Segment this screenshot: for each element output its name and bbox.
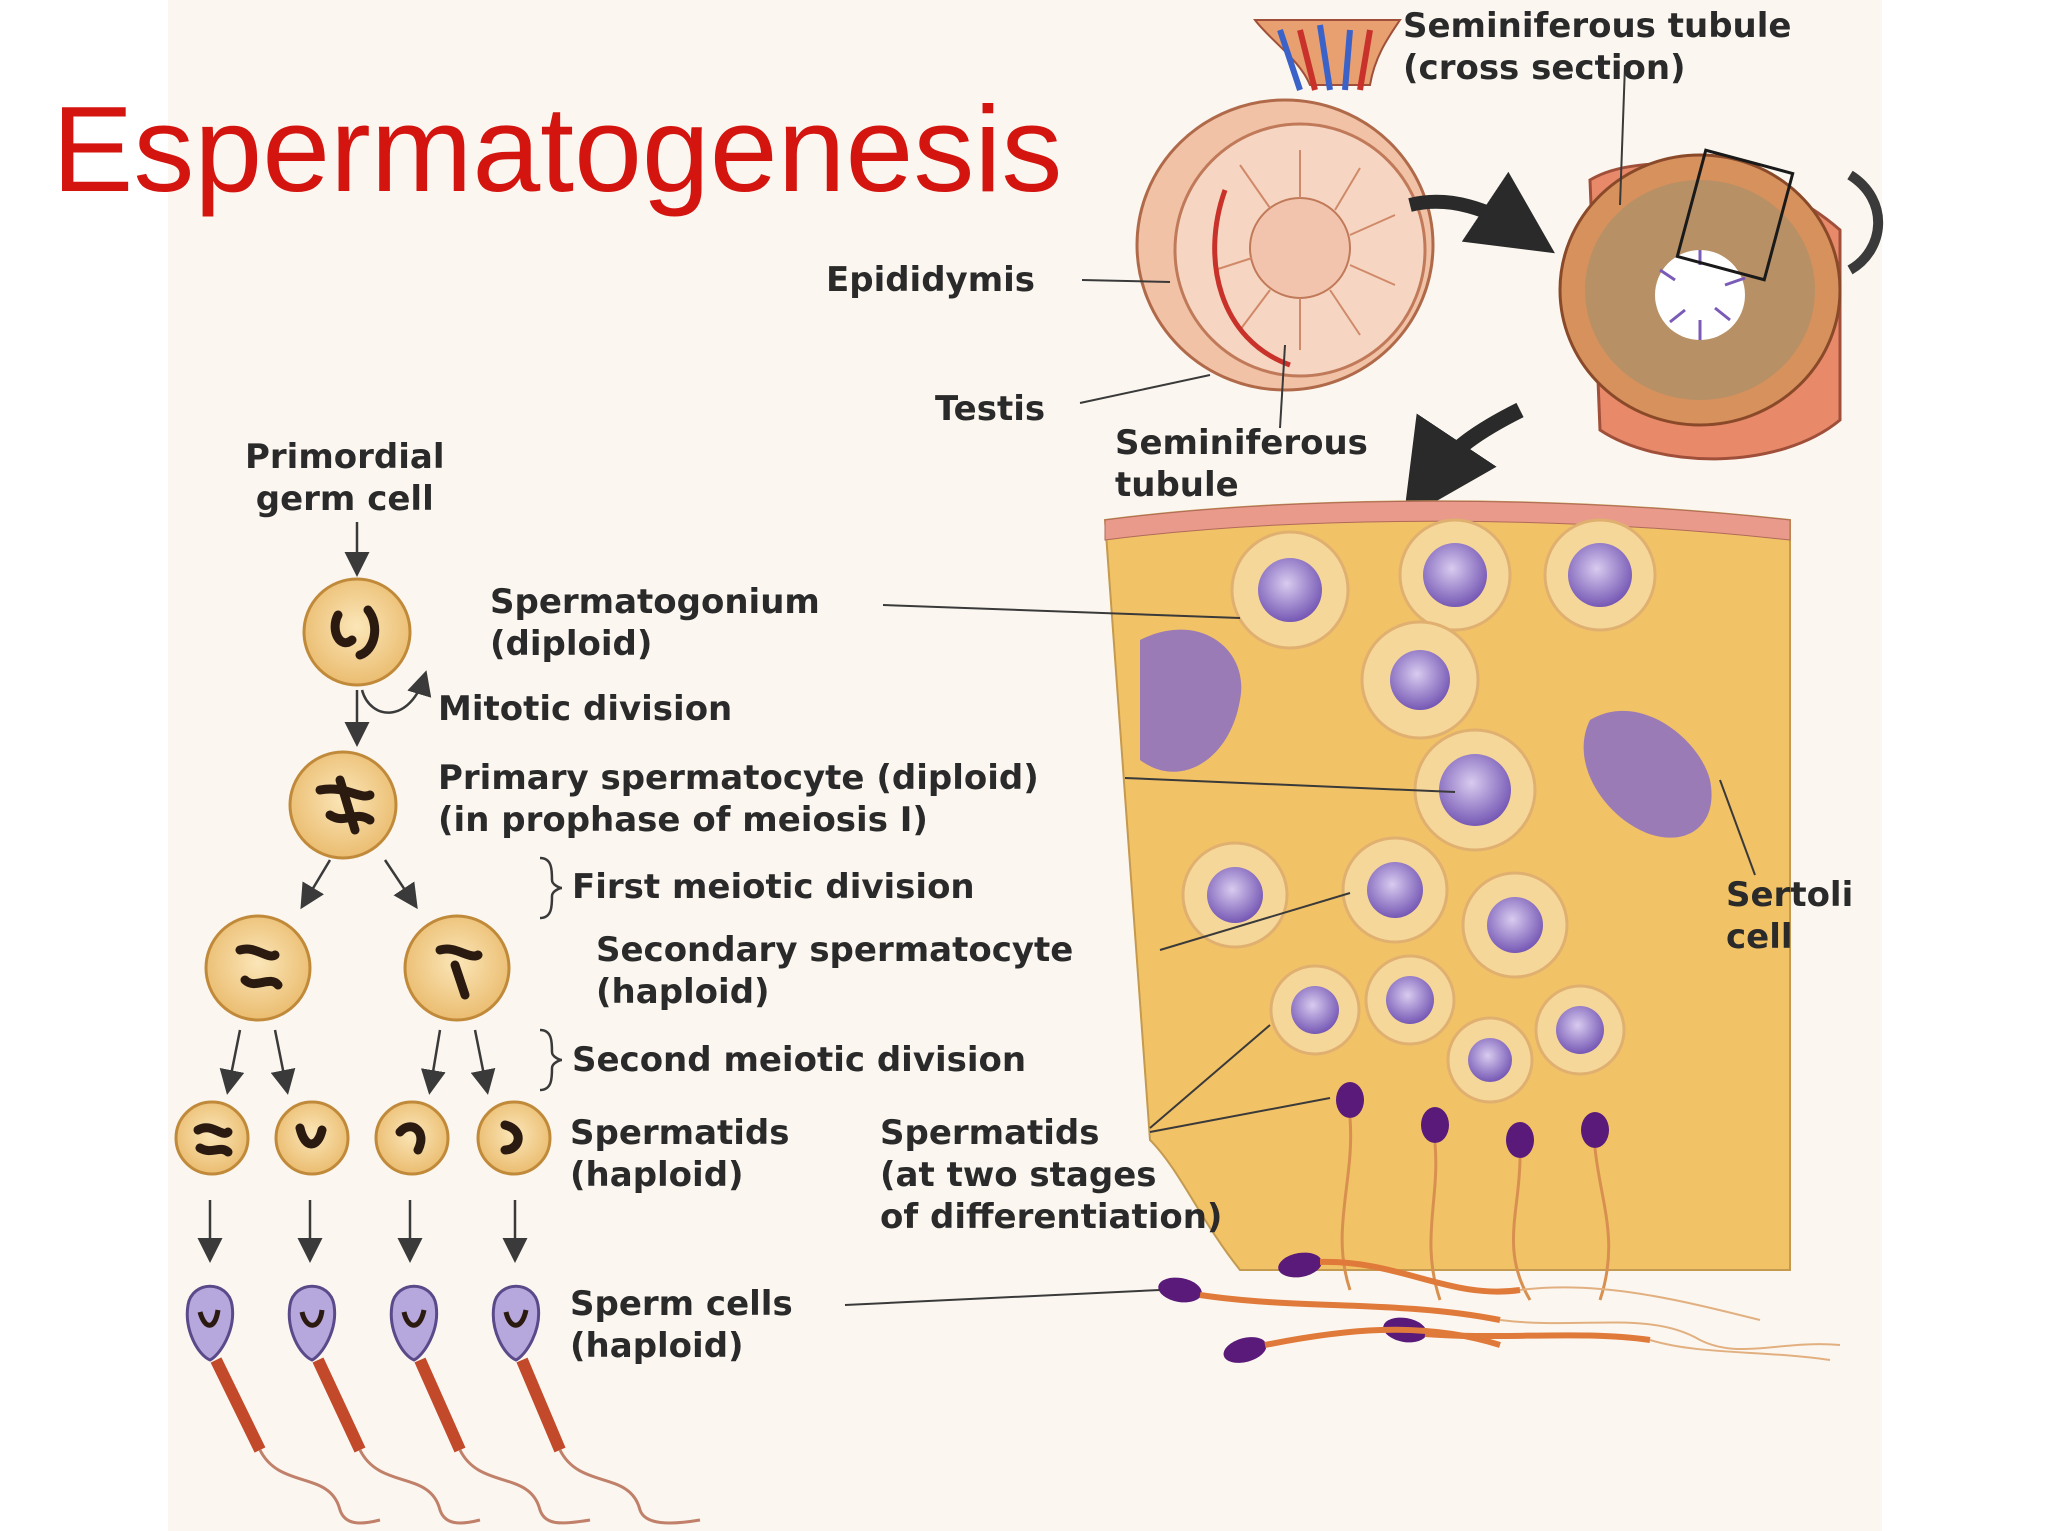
free-sperm-cells <box>1158 1252 1841 1363</box>
label-line: (haploid) <box>596 972 770 1012</box>
label-primary-spermatocyte: Primary spermatocyte (diploid) (in proph… <box>438 757 1039 841</box>
label-line: Primary spermatocyte (diploid) <box>438 758 1039 798</box>
meiosis-brackets <box>539 856 563 1092</box>
label-line: Sertoli <box>1726 875 1854 915</box>
label-line: tubule <box>1115 465 1239 505</box>
label-line: (diploid) <box>490 624 653 664</box>
leader-lines <box>844 64 1756 1306</box>
label-spermatogonium: Spermatogonium (diploid) <box>490 581 820 665</box>
label-testis: Testis <box>935 389 1046 429</box>
label-epididymis: Epididymis <box>826 260 1036 300</box>
label-line: (in prophase of meiosis I) <box>438 800 928 840</box>
label-seminiferous-tubule-cross-section: Seminiferous tubule (cross section) <box>1403 5 1791 89</box>
pathway-arrows <box>197 522 528 1263</box>
label-secondary-spermatocyte: Secondary spermatocyte (haploid) <box>596 929 1073 1013</box>
pathway-sperm <box>185 1284 701 1525</box>
label-spermatids-two-stages: Spermatids (at two stages of differentia… <box>880 1112 1222 1238</box>
label-line: (haploid) <box>570 1326 744 1366</box>
label-second-meiotic-division: Second meiotic division <box>572 1040 1027 1080</box>
label-line: Sperm cells <box>570 1284 793 1324</box>
label-spermatids-haploid: Spermatids (haploid) <box>570 1112 790 1196</box>
label-sperm-cells: Sperm cells (haploid) <box>570 1283 793 1367</box>
label-first-meiotic-division: First meiotic division <box>572 867 975 907</box>
label-mitotic-division: Mitotic division <box>438 689 733 729</box>
label-line: Spermatids <box>880 1113 1100 1153</box>
label-line: Spermatogonium <box>490 582 820 622</box>
label-line: cell <box>1726 917 1793 957</box>
label-line: Primordial <box>245 437 445 477</box>
label-seminiferous-tubule: Seminiferous tubule <box>1115 422 1368 506</box>
label-line: germ cell <box>255 479 434 519</box>
arrow-to-tissue <box>1403 402 1524 520</box>
label-line: Spermatids <box>570 1113 790 1153</box>
label-line: (haploid) <box>570 1155 744 1195</box>
label-line: (cross section) <box>1403 48 1686 88</box>
label-primordial-germ-cell: Primordial germ cell <box>245 436 444 520</box>
label-sertoli-cell: Sertoli cell <box>1726 874 1853 958</box>
label-line: Seminiferous <box>1115 423 1368 463</box>
arrow-to-cross-section <box>1408 171 1555 254</box>
tubule-tissue-wedge <box>1103 500 1791 1301</box>
label-line: of differentiation) <box>880 1197 1223 1237</box>
pathway-cells <box>174 577 552 1176</box>
slide-title: Espermatogenesis <box>52 81 1063 217</box>
label-line: Seminiferous tubule <box>1403 6 1792 46</box>
tubule-cross-section <box>1558 148 1884 461</box>
label-line: Secondary spermatocyte <box>596 930 1074 970</box>
testis-illustration <box>1135 19 1435 392</box>
label-line: (at two stages <box>880 1155 1157 1195</box>
